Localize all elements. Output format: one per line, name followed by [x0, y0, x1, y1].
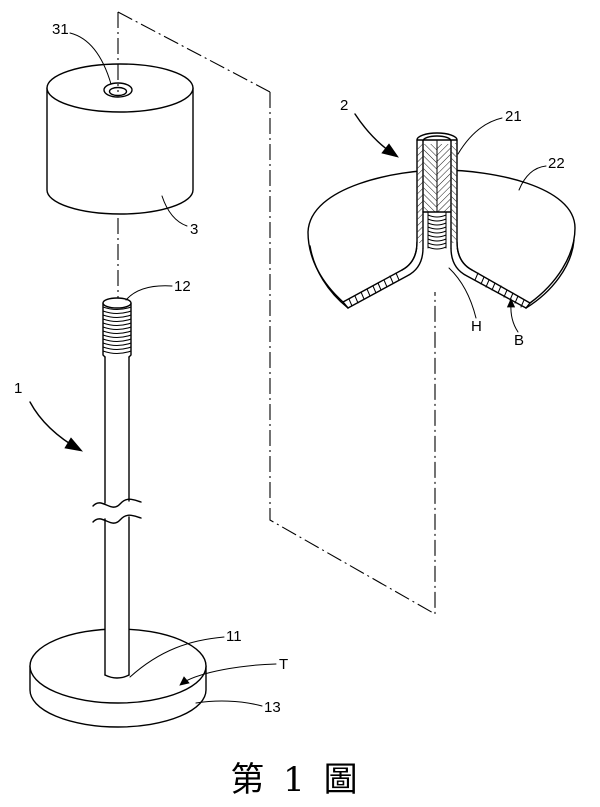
cap-section-underside — [347, 247, 527, 309]
assembly-center-line-top — [117, 11, 271, 93]
assembly-center-line — [269, 92, 436, 615]
cap-section-ends — [342, 301, 531, 309]
leader-b — [510, 303, 519, 333]
leader-22 — [518, 165, 547, 191]
leader-t — [183, 663, 277, 683]
cap-part — [307, 132, 576, 309]
label-h: H — [471, 318, 482, 335]
rod-part — [92, 297, 142, 679]
leader-12 — [125, 285, 173, 301]
rod-base-joint — [104, 674, 130, 679]
cap-plug-hatch-left — [423, 144, 437, 212]
rod-upper-fill — [105, 356, 129, 502]
leader-11 — [129, 636, 225, 678]
thread-outline — [102, 302, 132, 358]
label-11: 11 — [226, 628, 242, 645]
cap-tube-wall-hatch-right — [451, 143, 457, 243]
leader-b-arrowhead — [506, 298, 516, 308]
label-1: 1 — [14, 380, 22, 397]
arrow-2-head — [381, 143, 399, 158]
leader-3 — [161, 195, 188, 227]
cylinder-body — [46, 87, 194, 215]
leader-t-arrowhead — [179, 676, 190, 686]
thread-top-end — [102, 297, 132, 309]
cap-tube-outer-walls — [401, 139, 473, 271]
leader-21 — [457, 117, 503, 155]
leader-lines — [29, 32, 547, 707]
leader-31 — [69, 32, 112, 85]
arrow-1-head — [64, 437, 84, 452]
rod-upper-shaft — [104, 356, 130, 504]
reference-labels: 31 3 12 1 2 21 22 H B 11 T 13 — [14, 21, 565, 716]
label-t: T — [279, 656, 288, 673]
leader-h — [448, 267, 477, 319]
cap-tube-inner-walls — [422, 140, 452, 249]
cylinder-part — [46, 12, 194, 215]
label-31: 31 — [52, 21, 69, 38]
cap-tube-top-rim — [416, 132, 458, 142]
thread-coils — [102, 306, 132, 354]
label-3: 3 — [190, 221, 198, 238]
label-12: 12 — [174, 278, 191, 295]
rod-lower-fill — [105, 516, 129, 676]
cap-section-hatching — [348, 272, 525, 308]
cylinder-hole-inner — [108, 86, 128, 97]
cap-disc-rim-underside — [309, 239, 575, 309]
leader-13 — [195, 700, 263, 707]
rod-lower-shaft — [104, 516, 130, 676]
cap-threaded-insert — [427, 211, 447, 250]
label-22: 22 — [548, 155, 565, 172]
label-21: 21 — [505, 108, 522, 125]
label-2: 2 — [340, 97, 348, 114]
figure-caption: 第 1 圖 — [230, 760, 361, 800]
cap-plug-hatch-right — [437, 144, 451, 212]
rod-break-marks — [92, 498, 142, 524]
label-b: B — [514, 332, 524, 349]
cap-tube-wall-hatch-left — [417, 143, 423, 243]
label-13: 13 — [264, 699, 281, 716]
